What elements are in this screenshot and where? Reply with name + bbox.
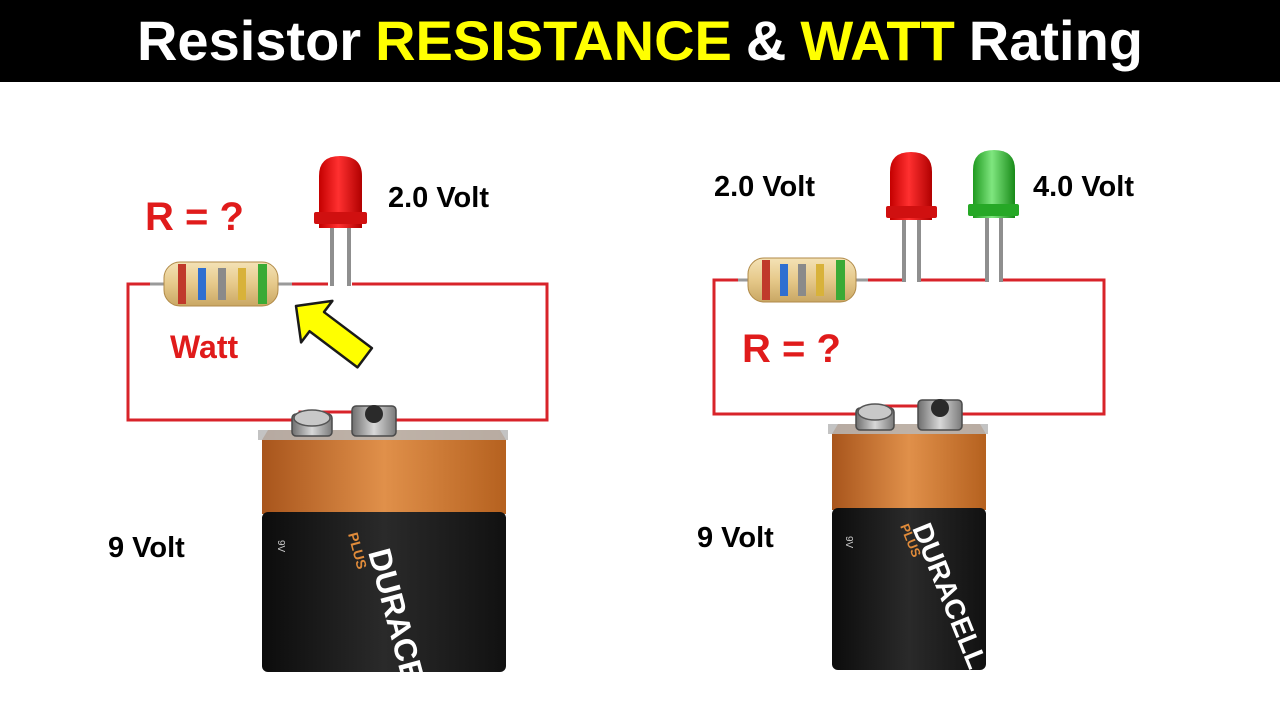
left-watt-arrow xyxy=(294,299,374,369)
right-resistor xyxy=(738,257,868,303)
title-ampersand: & xyxy=(745,9,787,72)
left-wire-loop xyxy=(126,282,549,422)
right-battery-type: 9V xyxy=(843,536,854,549)
right-battery-voltage: 9 Volt xyxy=(697,522,774,554)
left-circuit: DURACELL PLUS 9V R = ? Watt 2.0 Volt 9 V… xyxy=(108,156,549,720)
left-watt-label: Watt xyxy=(170,329,238,365)
left-led-voltage: 2.0 Volt xyxy=(388,182,489,214)
right-wire-loop xyxy=(712,278,1106,416)
left-led xyxy=(314,156,367,286)
right-battery: DURACELL PLUS 9V xyxy=(828,399,993,673)
title-word-watt: WATT xyxy=(800,9,955,72)
left-battery-voltage: 9 Volt xyxy=(108,532,185,564)
left-battery-type: 9V xyxy=(275,540,286,553)
title-bar: Resistor RESISTANCE & WATT Rating xyxy=(0,0,1280,82)
left-resistor-label: R = ? xyxy=(145,195,244,239)
right-led1-voltage: 2.0 Volt xyxy=(714,171,815,203)
right-resistor-label: R = ? xyxy=(742,327,841,371)
title-word-resistance: RESISTANCE xyxy=(375,9,732,72)
left-battery: DURACELL PLUS 9V xyxy=(258,405,508,720)
right-led2-voltage: 4.0 Volt xyxy=(1033,171,1134,203)
right-led-red xyxy=(886,152,937,282)
right-circuit: DURACELL PLUS 9V R = ? 2.0 Volt 4.0 Volt… xyxy=(697,150,1134,673)
right-led-green xyxy=(968,150,1019,282)
title-word-resistor: Resistor xyxy=(136,9,362,72)
left-resistor xyxy=(150,261,292,307)
title-word-rating: Rating xyxy=(968,9,1143,72)
